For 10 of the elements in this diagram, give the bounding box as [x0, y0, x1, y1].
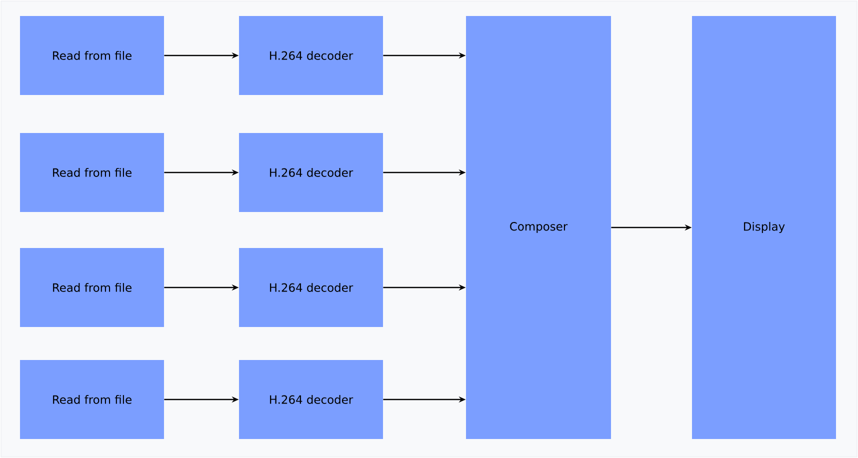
process-box: H.264 decoder [239, 248, 383, 327]
process-box: H.264 decoder [239, 133, 383, 212]
process-box: Display [692, 16, 836, 439]
process-box: H.264 decoder [239, 16, 383, 95]
process-box: H.264 decoder [239, 360, 383, 439]
process-box: Read from file [20, 360, 164, 439]
process-box: Composer [466, 16, 611, 439]
process-box: Read from file [20, 133, 164, 212]
process-box: Read from file [20, 248, 164, 327]
process-box: Read from file [20, 16, 164, 95]
